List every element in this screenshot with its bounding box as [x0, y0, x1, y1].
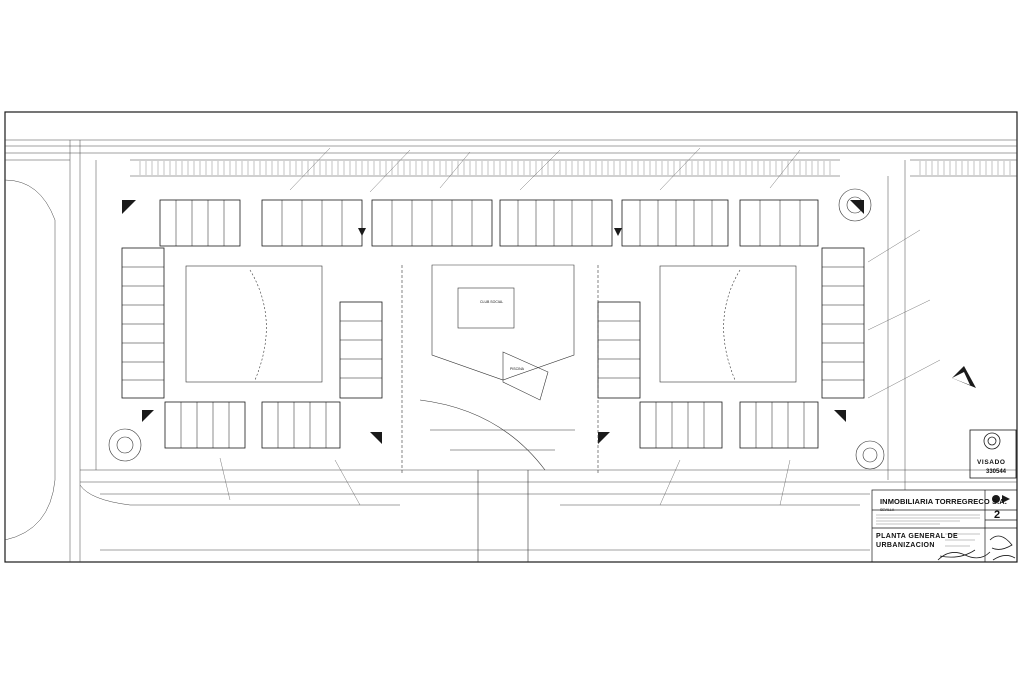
housing-blocks — [121, 199, 865, 449]
road-lines — [4, 139, 1017, 562]
sheet-number: 2 — [994, 509, 1001, 521]
title-block — [871, 489, 1018, 563]
stamp-number: 330544 — [986, 469, 1007, 475]
stamp-label: VISADO — [977, 459, 1006, 466]
parking-hatch — [139, 161, 1011, 175]
signature-marks — [937, 535, 1016, 561]
leader-lines — [219, 147, 941, 506]
visado-stamp — [969, 429, 1017, 479]
corner-markers — [122, 200, 864, 444]
pool-label: PISCINA — [510, 367, 525, 371]
courtyards — [185, 265, 797, 383]
tb-logo-icon — [992, 495, 1010, 503]
club-label: CLUB SOCIAL — [480, 300, 504, 304]
drawing-title-line2: URBANIZACION — [876, 542, 935, 549]
drawing-title-line1: PLANTA GENERAL DE — [876, 533, 959, 540]
sheet-frame — [4, 111, 1018, 563]
central-plaza — [401, 264, 599, 562]
company-city: SEVILLA — [880, 508, 895, 512]
tb-fine-print — [876, 514, 980, 547]
company-name: INMOBILIARIA TORREGRECO S.A. — [880, 497, 1007, 506]
north-arrow-icon — [952, 366, 976, 388]
unit-dividers — [122, 200, 864, 448]
